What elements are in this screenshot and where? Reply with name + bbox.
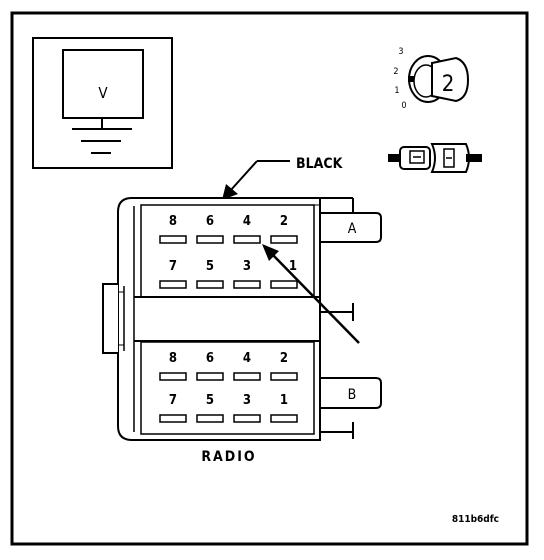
cavity-slot bbox=[233, 235, 261, 244]
cavity-slot bbox=[159, 235, 187, 244]
cavity-slot bbox=[196, 280, 224, 289]
cavity-number: 5 bbox=[206, 393, 214, 408]
cavity-slot bbox=[159, 280, 187, 289]
voltmeter-symbol: V bbox=[32, 37, 173, 169]
cavity-slot bbox=[196, 372, 224, 381]
cavity-number: 6 bbox=[206, 351, 214, 366]
dial-pointer bbox=[431, 56, 470, 103]
dial-position-label: 1 bbox=[394, 86, 399, 96]
probe-arrowhead bbox=[262, 244, 279, 261]
dial-position-label: 0 bbox=[401, 101, 406, 111]
connector-tab-a bbox=[320, 212, 382, 243]
cavity-number: 4 bbox=[243, 214, 251, 229]
cavity-number: 7 bbox=[169, 393, 177, 408]
cavity-number: 4 bbox=[243, 351, 251, 366]
callout-arrowhead bbox=[222, 184, 238, 200]
cavity-number: 8 bbox=[169, 351, 177, 366]
cavity-number: 2 bbox=[280, 351, 288, 366]
dial-selected-label: 2 bbox=[442, 72, 455, 97]
cavity-number: 6 bbox=[206, 214, 214, 229]
cavity-slot bbox=[196, 235, 224, 244]
cavity-slot bbox=[270, 280, 298, 289]
figure-frame bbox=[10, 11, 529, 546]
cavity-number: 1 bbox=[280, 393, 288, 408]
cavity-slot bbox=[233, 414, 261, 423]
cavity-number: 7 bbox=[169, 259, 177, 274]
cavity-block-lower bbox=[140, 341, 315, 435]
wire-color-label: BLACK bbox=[296, 156, 344, 172]
cavity-slot bbox=[233, 280, 261, 289]
selector-dial-icon: 3 2 1 0 2 bbox=[393, 47, 470, 111]
cavity-slot bbox=[233, 372, 261, 381]
connector-title: RADIO bbox=[201, 449, 256, 465]
cavity-slot bbox=[270, 235, 298, 244]
dial-position-label: 2 bbox=[393, 67, 398, 77]
voltmeter-label: V bbox=[98, 84, 108, 102]
connector-tab-b bbox=[320, 377, 382, 409]
cavity-slot bbox=[196, 414, 224, 423]
cavity-number: 3 bbox=[243, 259, 251, 274]
cavity-number: 8 bbox=[169, 214, 177, 229]
connector-half-label: A bbox=[348, 221, 357, 237]
cavity-number: 3 bbox=[243, 393, 251, 408]
cavity-slot bbox=[159, 372, 187, 381]
connector-latch bbox=[102, 283, 118, 354]
connector-half-label: B bbox=[348, 387, 357, 403]
radio-connector: 8 6 4 2 7 5 3 1 8 6 4 2 7 5 3 1 A B bbox=[102, 197, 382, 441]
voltmeter-box bbox=[32, 37, 173, 169]
wire-color-callout: BLACK bbox=[222, 156, 344, 200]
cavity-slot bbox=[270, 414, 298, 423]
cavity-slot bbox=[270, 372, 298, 381]
cavity-number: 1 bbox=[289, 259, 297, 274]
probe-arrow bbox=[262, 244, 360, 344]
cavity-slot bbox=[159, 414, 187, 423]
probe-terminal-icon bbox=[388, 143, 482, 173]
cavity-number: 5 bbox=[206, 259, 214, 274]
dial-position-label: 3 bbox=[398, 47, 403, 57]
cavity-number: 2 bbox=[280, 214, 288, 229]
figure-id: 811b6dfc bbox=[452, 514, 499, 525]
